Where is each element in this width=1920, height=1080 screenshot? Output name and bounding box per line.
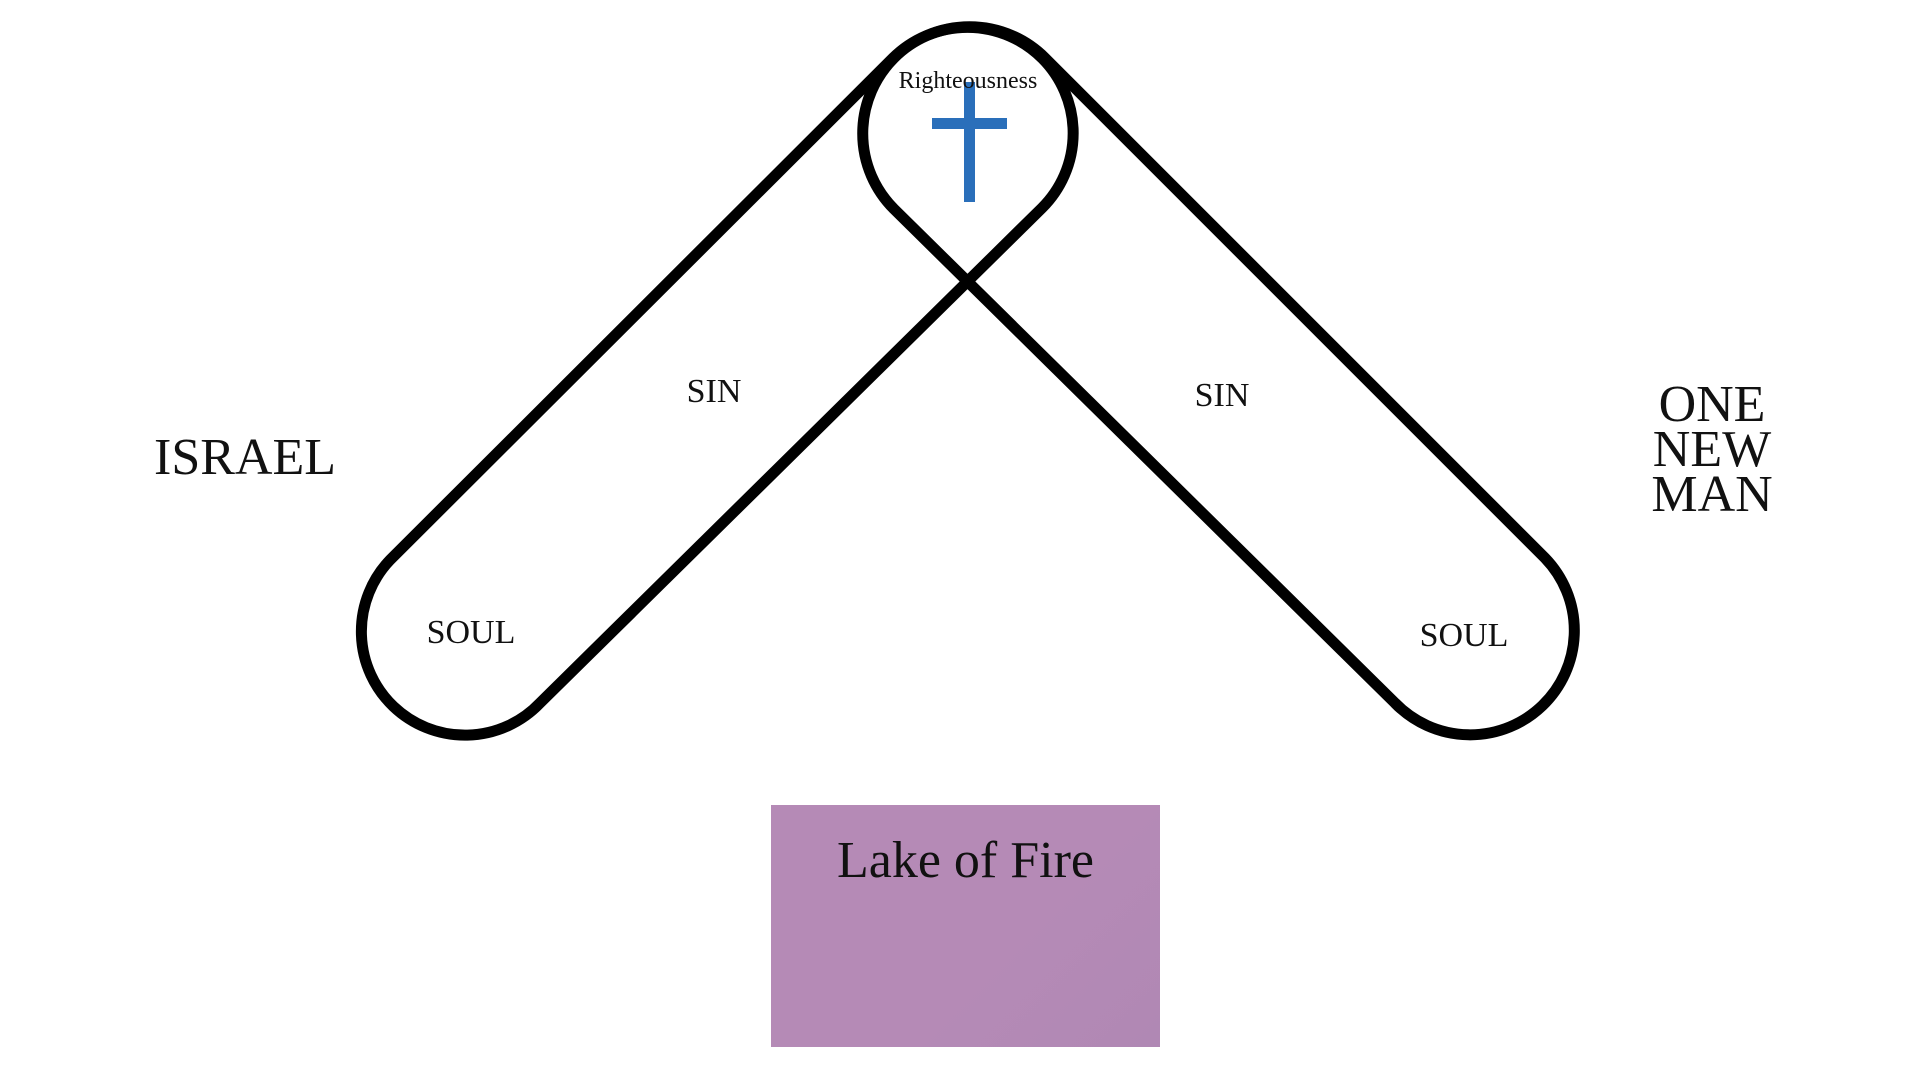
left-sin-label: SIN (687, 373, 742, 410)
lake-of-fire-box: Lake of Fire (771, 805, 1160, 1047)
left-soul-label: SOUL (427, 614, 516, 651)
righteousness-label: Righteousness (899, 68, 1038, 94)
lake-of-fire-label: Lake of Fire (836, 832, 1094, 889)
one-new-man-line-1: ONE (1659, 376, 1766, 433)
right-soul-label: SOUL (1420, 617, 1509, 654)
right-sin-label: SIN (1195, 377, 1250, 414)
one-new-man-line-2: NEW (1653, 421, 1771, 478)
right-capsule-outline (857, 21, 1580, 741)
cross-icon (932, 82, 1007, 202)
one-new-man-line-3: MAN (1651, 466, 1772, 523)
israel-label: ISRAEL (154, 429, 336, 486)
